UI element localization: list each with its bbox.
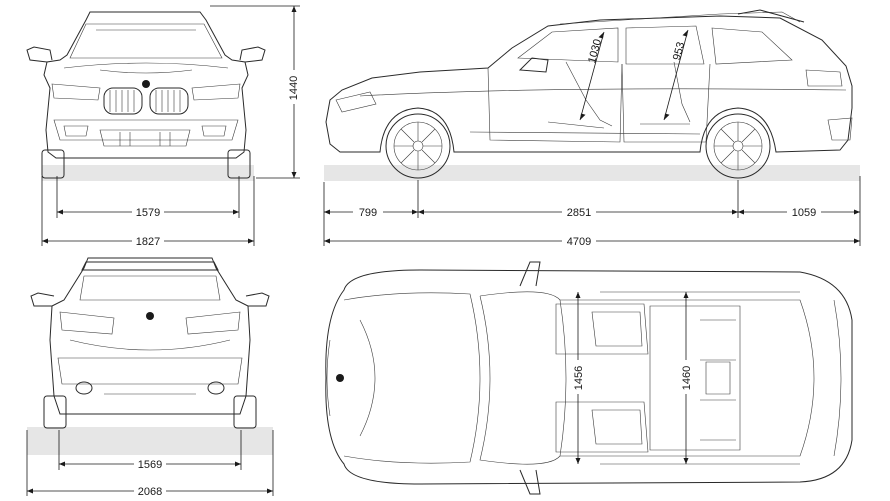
width-with-mirrors-dimension: 2068 [26, 430, 274, 498]
rear-view [27, 257, 273, 455]
length-dimension: 4709 [324, 234, 860, 248]
rear-headroom-dimension: 953 [663, 29, 689, 121]
wheelbase-value: 2851 [567, 207, 591, 219]
front-width-value: 1827 [136, 236, 160, 248]
rear-headroom-value: 953 [671, 41, 687, 62]
front-track-dimension: 1579 [56, 176, 240, 219]
side-view [324, 9, 860, 181]
front-overhang-value: 799 [359, 207, 377, 219]
rear-track-dimension: 1569 [58, 430, 242, 471]
height-dimension: 1440 [210, 5, 300, 179]
overhang-wheelbase-dimensions: 799 2851 1059 [323, 176, 861, 246]
width-with-mirrors-value: 2068 [138, 486, 162, 498]
front-interior-width-dimension: 1456 [569, 292, 585, 464]
length-value: 4709 [567, 236, 591, 248]
front-interior-width-value: 1456 [573, 366, 585, 390]
front-width-dimension: 1827 [41, 176, 255, 248]
top-view [325, 261, 853, 495]
rear-overhang-value: 1059 [792, 207, 816, 219]
rear-interior-width-dimension: 1460 [677, 292, 693, 464]
rear-interior-width-value: 1460 [681, 366, 693, 390]
front-headroom-dimension: 1030 [579, 31, 605, 121]
rear-track-value: 1569 [138, 459, 162, 471]
front-view [26, 11, 266, 181]
front-track-value: 1579 [136, 207, 160, 219]
height-value: 1440 [288, 76, 300, 100]
front-headroom-value: 1030 [586, 38, 604, 65]
